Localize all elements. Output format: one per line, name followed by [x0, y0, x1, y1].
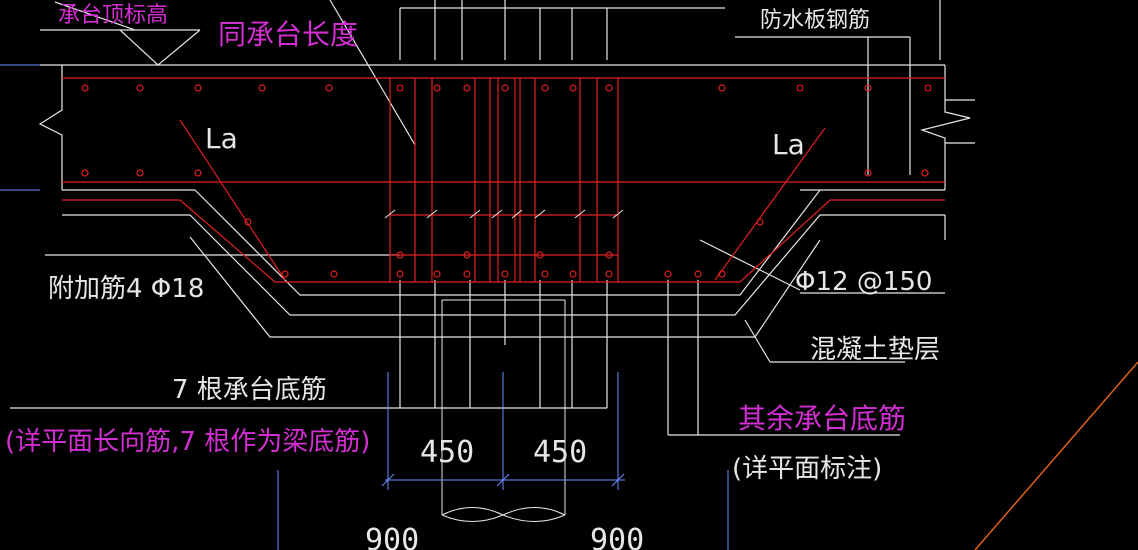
concrete-cushion-label: 混凝土垫层 [810, 335, 940, 365]
la-label-right: La [772, 128, 805, 161]
dimension-labels: 450 450 900 900 [365, 435, 644, 550]
other-bottom-bars-label: 其余承台底筋 [738, 402, 906, 435]
cap-inner-outline [194, 189, 821, 296]
structure-outline [10, 0, 975, 436]
cap-bottom-outline [62, 214, 945, 316]
same-cap-length-label: 同承台长度 [218, 18, 358, 51]
seven-bottom-bars-note: (详平面长向筋,7 根作为梁底筋) [5, 427, 370, 457]
stirrup-spec-label: Φ12 @150 [795, 267, 932, 297]
other-bottom-bars-note: (详平面标注) [732, 454, 882, 484]
seven-bottom-bars-label: 7 根承台底筋 [172, 375, 327, 405]
dim-450-left: 450 [420, 435, 474, 470]
elevation-symbol [119, 29, 201, 66]
la-label-left: La [205, 122, 238, 155]
cap-top-elevation-label: 承台顶标高 [58, 3, 168, 28]
cap-bottom-rebar [62, 199, 945, 283]
dim-450-right: 450 [533, 435, 587, 470]
dim-900-left: 900 [365, 523, 419, 550]
dim-900-right: 900 [590, 523, 644, 550]
orange-diagonal-line [974, 361, 1138, 550]
labels: 承台顶标高 同承台长度 防水板钢筋 La La 附加筋4 Φ18 Φ12 @15… [5, 3, 940, 484]
right-break-line [919, 65, 971, 190]
left-break-line [38, 65, 63, 190]
additional-rebar-label: 附加筋4 Φ18 [48, 274, 204, 304]
pile [441, 299, 566, 522]
rebar-dots [81, 84, 932, 278]
stirrup-ticks [384, 209, 624, 219]
waterproof-slab-rebar-label: 防水板钢筋 [760, 8, 870, 33]
rebar-lines [62, 77, 945, 283]
cushion-outline [189, 236, 821, 338]
dimension-lines [0, 64, 729, 550]
